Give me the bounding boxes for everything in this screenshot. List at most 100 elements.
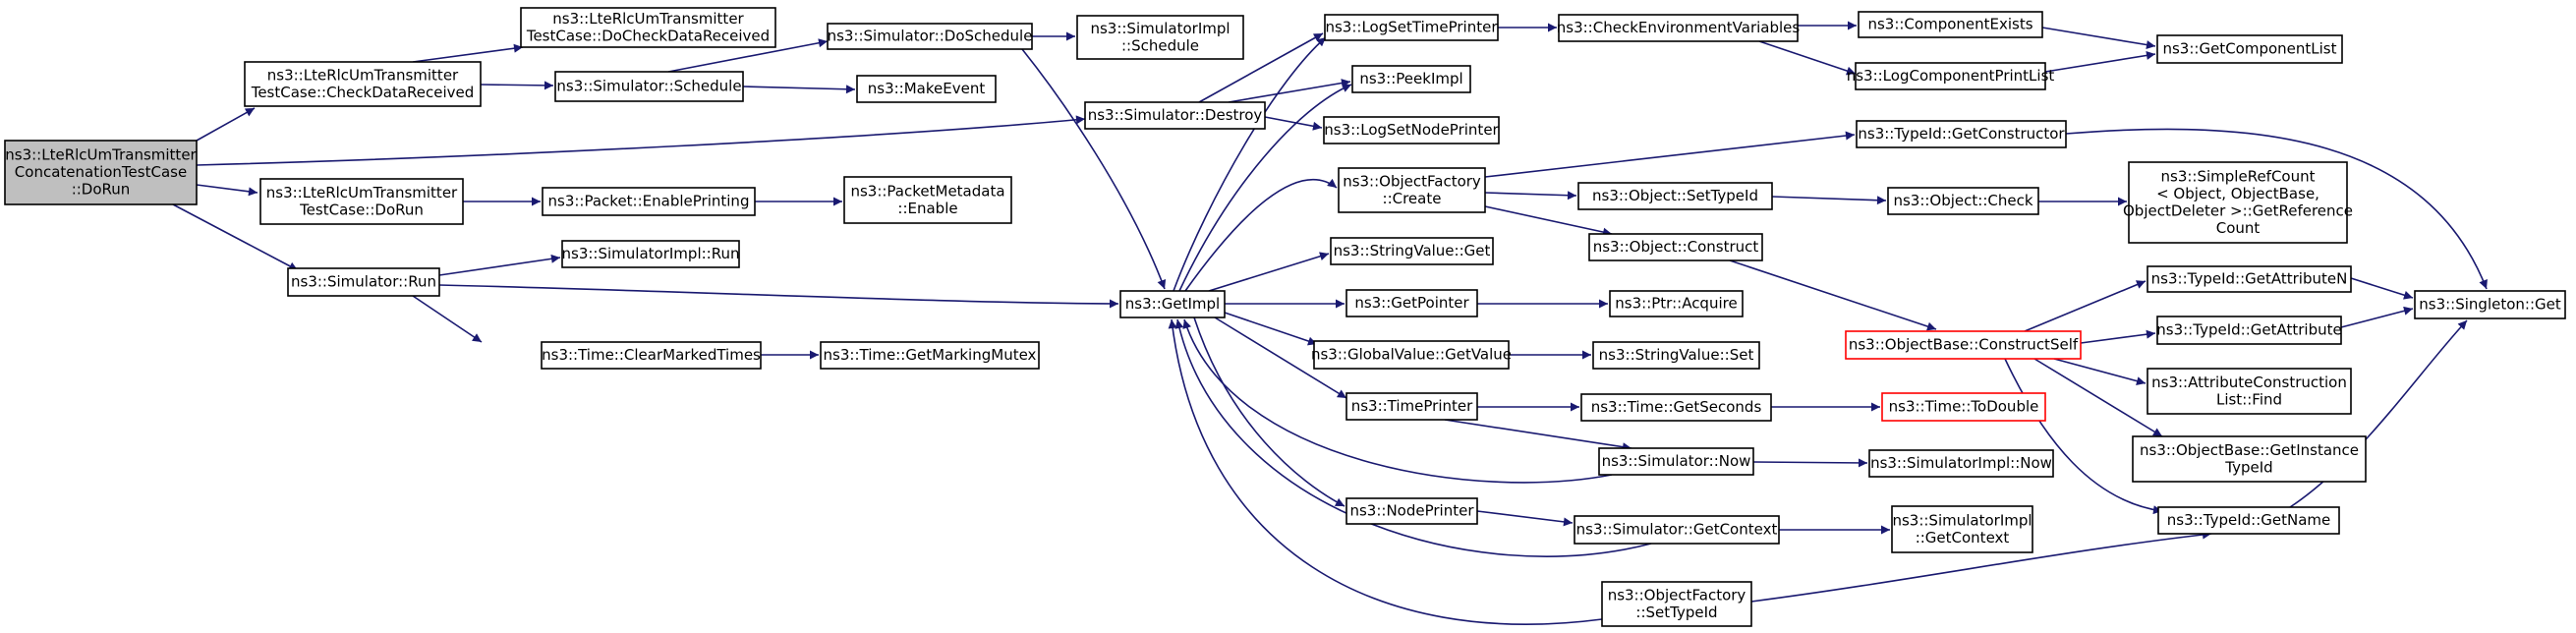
node-simulator-do-schedule[interactable]: ns3::Simulator::DoSchedule: [827, 23, 1033, 50]
edge-line: [2044, 50, 2156, 73]
node-box: [1084, 101, 1266, 130]
edge-destroy-to-log-set-time-printer: [1198, 32, 1324, 103]
node-string-value-set[interactable]: ns3::StringValue::Set: [1592, 341, 1760, 370]
node-log-set-time-printer[interactable]: ns3::LogSetTimePrinter: [1324, 14, 1499, 41]
node-simulator-destroy[interactable]: ns3::Simulator::Destroy: [1084, 101, 1266, 130]
edge-run-to-get-impl: [438, 284, 1119, 309]
node-label: ns3::PacketMetadata: [850, 182, 1004, 200]
node-simulator-now[interactable]: ns3::Simulator::Now: [1598, 447, 1754, 476]
node-time-get-seconds[interactable]: ns3::Time::GetSeconds: [1580, 393, 1772, 422]
node-box: [2132, 435, 2367, 483]
node-label: ns3::Time::ToDouble: [1889, 398, 2039, 416]
node-simulator-impl-schedule[interactable]: ns3::SimulatorImpl::Schedule: [1076, 15, 1244, 60]
node-box: [827, 23, 1033, 50]
node-string-value-get[interactable]: ns3::StringValue::Get: [1330, 237, 1494, 265]
node-node-printer[interactable]: ns3::NodePrinter: [1345, 497, 1478, 525]
node-log-set-node-printer[interactable]: ns3::LogSetNodePrinter: [1323, 116, 1500, 144]
edge-get-name-to-singleton: [2289, 319, 2468, 508]
node-label: ns3::Singleton::Get: [2419, 296, 2561, 314]
node-label: ns3::GlobalValue::GetValue: [1311, 346, 1512, 364]
node-time-clear-marked-times[interactable]: ns3::Time::ClearMarkedTimes: [541, 341, 762, 370]
node-box: [1323, 116, 1500, 144]
node-root[interactable]: ns3::LteRlcUmTransmitterConcatenationTes…: [4, 140, 198, 205]
edge-line: [1264, 116, 1323, 131]
node-peek-impl[interactable]: ns3::PeekImpl: [1351, 65, 1471, 93]
node-box: [1330, 237, 1494, 265]
node-simple-ref-count[interactable]: ns3::SimpleRefCount< Object, ObjectBase,…: [2123, 161, 2353, 244]
edge-root-to-check-data-received: [196, 107, 256, 142]
node-label: ns3::MakeEvent: [868, 80, 986, 97]
node-box: [1351, 65, 1471, 93]
node-box: [1868, 449, 2054, 478]
node-make-event[interactable]: ns3::MakeEvent: [856, 75, 997, 103]
node-component-exists[interactable]: ns3::ComponentExists: [1858, 11, 2043, 38]
node-packet-metadata-enable[interactable]: ns3::PacketMetadata::Enable: [843, 176, 1012, 224]
node-object-factory-create[interactable]: ns3::ObjectFactory::Create: [1338, 167, 1486, 213]
node-simulator-impl-run[interactable]: ns3::SimulatorImpl::Run: [561, 240, 740, 268]
node-check-environment-variables[interactable]: ns3::CheckEnvironmentVariables: [1557, 14, 1801, 42]
edge-line: [2065, 128, 2488, 290]
node-label: ns3::TypeId::GetConstructor: [1858, 125, 2065, 143]
node-label: ns3::LteRlcUmTransmitter: [552, 10, 744, 28]
node-box: [1558, 14, 1799, 42]
node-log-component-print-list[interactable]: ns3::LogComponentPrintList: [1847, 62, 2055, 90]
edge-line: [2350, 277, 2414, 300]
node-object-base-construct-self[interactable]: ns3::ObjectBase::ConstructSelf: [1845, 330, 2082, 360]
node-box: [520, 7, 776, 48]
node-object-check[interactable]: ns3::Object::Check: [1887, 187, 2039, 215]
node-get-impl[interactable]: ns3::GetImpl: [1119, 290, 1226, 318]
node-object-set-type-id[interactable]: ns3::Object::SetTypeId: [1577, 182, 1773, 210]
node-check-data-received[interactable]: ns3::LteRlcUmTransmitterTestCase::CheckD…: [244, 61, 482, 107]
node-singleton-get[interactable]: ns3::Singleton::Get: [2414, 290, 2566, 319]
edge-set-type-id-to-get-name: [1750, 530, 2212, 603]
node-label: ns3::Simulator::Now: [1602, 452, 1751, 470]
node-simulator-get-context[interactable]: ns3::Simulator::GetContext: [1574, 515, 1780, 545]
node-ptr-acquire[interactable]: ns3::Ptr::Acquire: [1609, 290, 1744, 317]
edge-factory-create-to-construct: [1484, 205, 1613, 237]
node-type-id-get-attribute-n[interactable]: ns3::TypeId::GetAttributeN: [2147, 265, 2352, 293]
node-label: ::Create: [1383, 190, 1442, 207]
node-type-id-get-attribute[interactable]: ns3::TypeId::GetAttribute: [2156, 316, 2342, 345]
node-time-printer[interactable]: ns3::TimePrinter: [1345, 392, 1478, 421]
node-simulator-run[interactable]: ns3::Simulator::Run: [287, 267, 440, 297]
node-box: [820, 341, 1040, 370]
node-time-to-double[interactable]: ns3::Time::ToDouble: [1881, 392, 2046, 422]
node-simulator-impl-get-context[interactable]: ns3::SimulatorImpl::GetContext: [1891, 505, 2033, 553]
edge-get-attribute-to-singleton: [2340, 306, 2414, 328]
node-label: ns3::Simulator::Schedule: [556, 78, 741, 95]
node-global-value-get-value[interactable]: ns3::GlobalValue::GetValue: [1311, 340, 1512, 370]
node-box: [1592, 341, 1760, 370]
edge-line: [1228, 79, 1351, 103]
node-label: ns3::Ptr::Acquire: [1615, 295, 1737, 313]
edge-schedule-to-do-schedule: [667, 38, 829, 73]
node-simulator-schedule[interactable]: ns3::Simulator::Schedule: [554, 71, 744, 102]
node-label: ns3::ObjectFactory: [1343, 172, 1481, 190]
node-label: ns3::LteRlcUmTransmitter: [266, 184, 458, 201]
node-simulator-impl-now[interactable]: ns3::SimulatorImpl::Now: [1868, 449, 2054, 478]
edge-line: [667, 38, 829, 73]
node-get-component-list[interactable]: ns3::GetComponentList: [2156, 34, 2343, 64]
node-label: ns3::AttributeConstruction: [2151, 374, 2347, 391]
node-time-get-marking-mutex[interactable]: ns3::Time::GetMarkingMutex: [820, 341, 1040, 370]
edge-line: [1178, 84, 1352, 292]
node-label: ns3::GetComponentList: [2162, 40, 2336, 58]
node-label: ns3::LteRlcUmTransmitter: [267, 66, 459, 84]
node-box: [1887, 187, 2039, 215]
node-do-check-data-received[interactable]: ns3::LteRlcUmTransmitterTestCase::DoChec…: [520, 7, 776, 48]
node-box: [1324, 14, 1499, 41]
node-type-id-get-constructor[interactable]: ns3::TypeId::GetConstructor: [1856, 120, 2067, 148]
node-object-construct[interactable]: ns3::Object::Construct: [1588, 233, 1763, 261]
node-packet-enable-printing[interactable]: ns3::Packet::EnablePrinting: [542, 187, 756, 216]
edge-line: [2053, 358, 2147, 386]
node-object-factory-set-type-id[interactable]: ns3::ObjectFactory::SetTypeId: [1601, 581, 1752, 627]
edge-line: [438, 254, 561, 276]
edge-node-printer-to-get-context: [1476, 510, 1574, 527]
node-get-pointer[interactable]: ns3::GetPointer: [1345, 289, 1478, 317]
node-label: ns3::Object::Construct: [1593, 238, 1759, 256]
node-type-id-get-name[interactable]: ns3::TypeId::GetName: [2157, 506, 2340, 535]
node-box: [1345, 497, 1478, 525]
